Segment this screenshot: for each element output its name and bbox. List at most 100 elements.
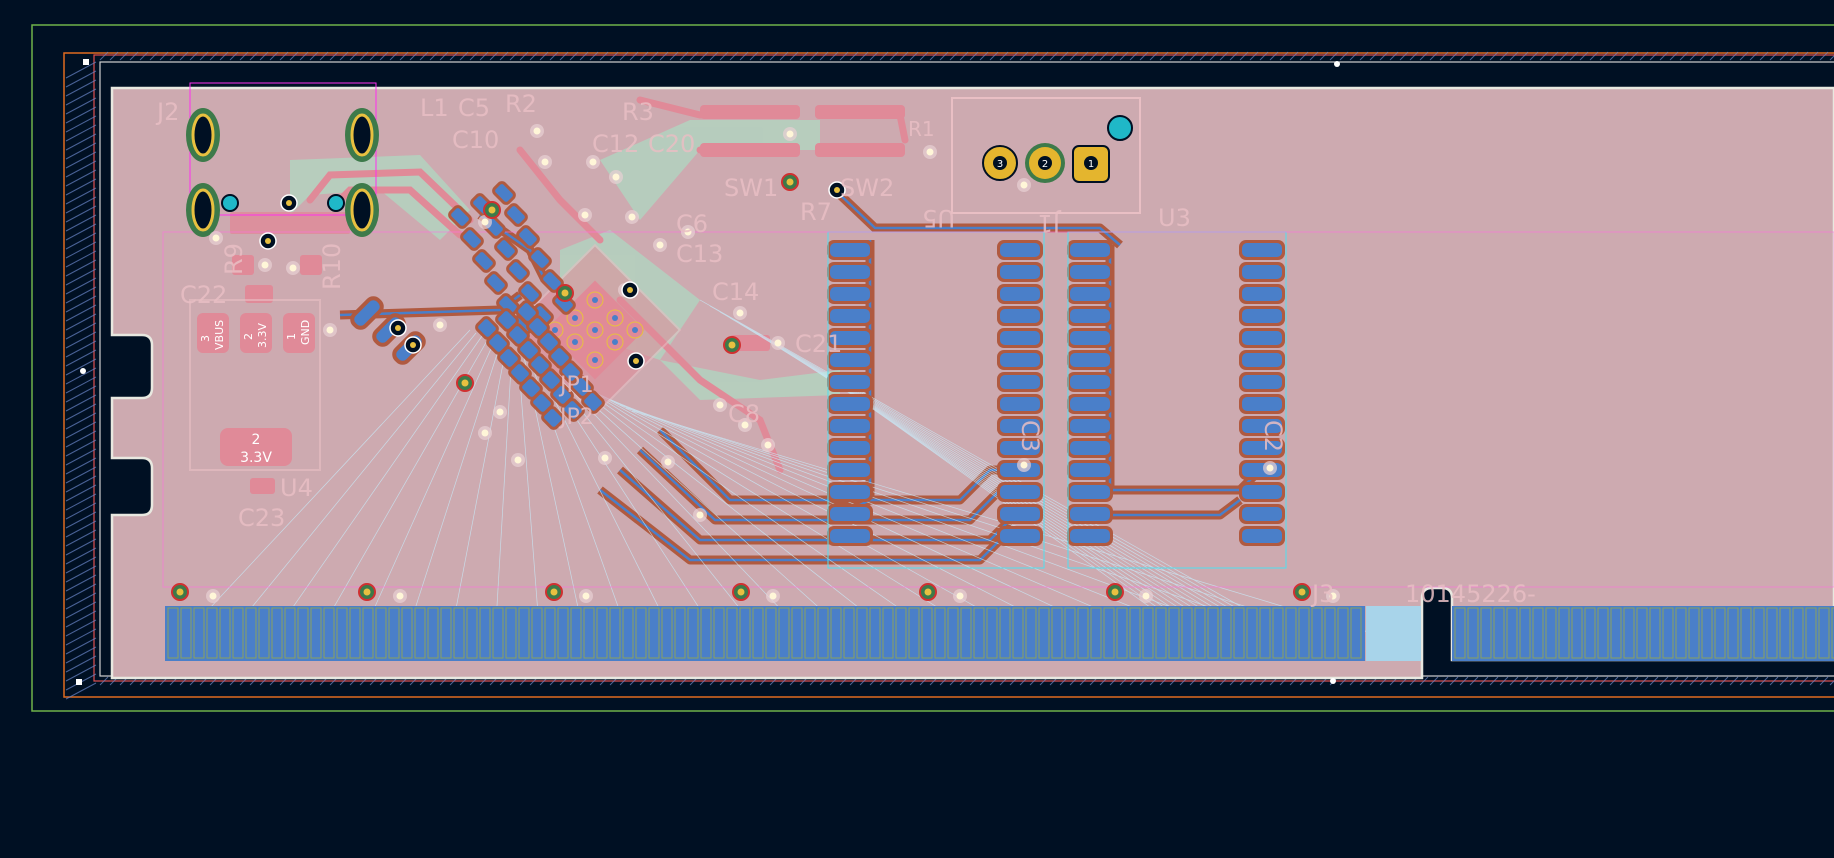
hatch-line	[65, 61, 97, 79]
hatch-line	[65, 124, 97, 142]
hatch-line	[659, 51, 669, 61]
ref-c8: C8	[728, 400, 760, 428]
thru-via-drill	[1298, 588, 1306, 596]
hatch-line	[65, 655, 97, 673]
smd-pad	[518, 281, 542, 305]
edge-finger	[830, 607, 842, 659]
hatch-line	[1499, 676, 1509, 686]
hatch-line	[65, 133, 97, 151]
hatch-line	[569, 51, 579, 61]
edge-finger	[1480, 607, 1492, 659]
edge-finger	[1766, 607, 1778, 659]
regulator-u4[interactable]: 3 VBUS 2 3.3V 1 GND 2 3.3V	[189, 299, 321, 471]
hatch-line	[329, 51, 339, 61]
edge-finger	[1181, 607, 1193, 659]
ic-pad	[1070, 463, 1110, 477]
hatch-line	[1809, 51, 1819, 61]
hatch-line	[1619, 51, 1629, 61]
ratsnest-line	[449, 347, 507, 641]
hatch-line	[239, 51, 249, 61]
hatch-line	[65, 592, 97, 610]
via	[481, 429, 489, 437]
edge-finger	[232, 607, 244, 659]
edge-finger	[258, 607, 270, 659]
hatch-line	[65, 583, 97, 601]
hatch-line	[1429, 51, 1439, 61]
edge-finger	[206, 607, 218, 659]
hatch-line	[1529, 676, 1539, 686]
ic-pad	[1242, 331, 1282, 345]
hatch-line	[65, 511, 97, 529]
edge-finger	[1584, 607, 1596, 659]
ratsnest-line	[619, 404, 1306, 641]
ref-u4: U4	[280, 474, 313, 502]
ref-r10: R10	[318, 243, 346, 290]
hatch-line	[1359, 51, 1369, 61]
hatch-line	[789, 51, 799, 61]
edge-finger	[674, 607, 686, 659]
dark-via-drill	[286, 200, 292, 206]
edge-finger	[1675, 607, 1687, 659]
hatch-line	[1489, 676, 1499, 686]
hatch-line	[1649, 676, 1659, 686]
hatch-line	[65, 385, 97, 403]
hatch-line	[1079, 51, 1089, 61]
usb-connector-j2[interactable]	[186, 108, 379, 237]
edge-finger	[687, 607, 699, 659]
hatch-line	[1609, 51, 1619, 61]
hatch-line	[1629, 676, 1639, 686]
ic-pad	[1070, 309, 1110, 323]
hatch-line	[65, 646, 97, 664]
hatch-line	[369, 51, 379, 61]
hatch-line	[1749, 676, 1759, 686]
via	[582, 592, 590, 600]
via	[533, 127, 541, 135]
ref-l1: L1	[420, 94, 449, 122]
hatch-line	[1219, 51, 1229, 61]
edge-finger	[1168, 607, 1180, 659]
hatch-line	[65, 574, 97, 592]
hatch-line	[65, 106, 97, 124]
hatch-line	[1699, 676, 1709, 686]
hatch-line	[489, 51, 499, 61]
edge-finger	[1051, 607, 1063, 659]
hatch-line	[1019, 51, 1029, 61]
edge-finger	[869, 607, 881, 659]
hatch-line	[409, 51, 419, 61]
via	[1329, 592, 1337, 600]
thermal-via-drill	[572, 315, 578, 321]
edge-finger	[349, 607, 361, 659]
hatch-line	[1589, 51, 1599, 61]
edge-finger	[1558, 607, 1570, 659]
header-j1[interactable]: 3 2 1	[982, 115, 1133, 183]
hatch-line	[1729, 51, 1739, 61]
hatch-line	[65, 376, 97, 394]
u4-pin3-num: 3	[199, 335, 212, 342]
edge-finger	[1272, 607, 1284, 659]
ratsnest-line	[625, 407, 1351, 641]
hatch-line	[959, 51, 969, 61]
edge-connector-j3[interactable]	[165, 606, 1834, 661]
edge-finger	[804, 607, 816, 659]
smd-pad	[494, 237, 518, 261]
hatch-line	[1039, 51, 1049, 61]
edge-finger	[271, 607, 283, 659]
hatch-line	[379, 51, 389, 61]
u4-pin1-net: GND	[299, 320, 312, 345]
edge-finger	[791, 607, 803, 659]
via	[736, 309, 744, 317]
hatch-line	[65, 313, 97, 331]
hatch-line	[65, 340, 97, 358]
hatch-line	[65, 403, 97, 421]
hatch-line	[399, 51, 409, 61]
hatch-line	[65, 637, 97, 655]
hatch-line	[1559, 51, 1569, 61]
edge-finger	[648, 607, 660, 659]
hatch-line	[1709, 51, 1719, 61]
edge-finger	[986, 607, 998, 659]
edge-finger	[167, 607, 179, 659]
hatch-line	[509, 51, 519, 61]
edge-finger	[570, 607, 582, 659]
ref-c22: C22	[180, 281, 227, 309]
